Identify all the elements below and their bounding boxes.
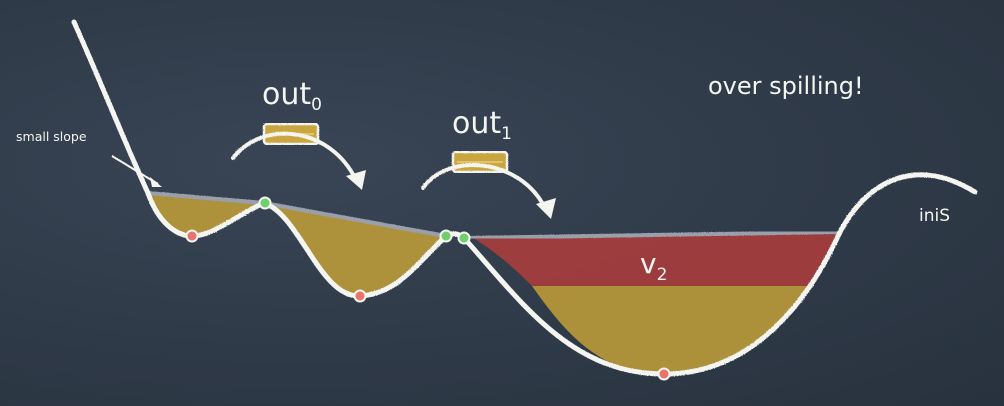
basin-0-water [148,193,264,236]
saddle-dot [457,231,471,245]
saddle-dot [258,196,272,210]
basin-2-water [532,286,810,374]
out0-arrowhead [346,170,366,190]
out1-arrow [421,163,547,210]
out0-label: out0 [262,77,322,115]
minimum-dot [657,367,671,381]
small-slope-label: small slope [16,129,87,144]
minimum-dot [353,289,367,303]
inis-label: iniS [919,206,950,226]
minimum-dot [185,229,199,243]
over-spilling-label: over spilling! [708,72,864,100]
out1-label: out1 [452,106,512,144]
out1-arrowhead [536,198,556,219]
terrain-curve [71,19,978,377]
out0-arrow [231,131,358,182]
saddle-dot [439,229,453,243]
basin-1-water [264,203,446,297]
spill-surface-line [462,230,842,240]
spill-layer-v2 [470,232,840,286]
v2-label: v2 [640,247,667,285]
small-slope-pointer [111,155,159,185]
